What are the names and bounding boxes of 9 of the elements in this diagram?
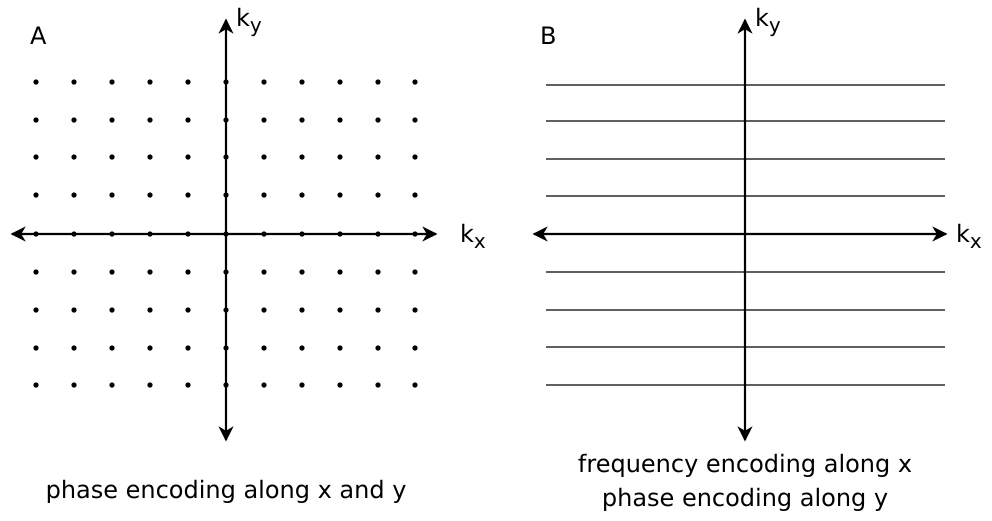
panel-letter: B	[540, 22, 556, 50]
panel-letter: A	[30, 22, 46, 50]
caption-text: phase encoding along y	[602, 484, 888, 512]
axis-label: k$_{y}$	[755, 4, 781, 39]
caption-text: phase encoding along x and y	[46, 476, 406, 504]
axis-label: k$_{x}$	[956, 220, 982, 255]
axis-label: k$_{x}$	[460, 220, 486, 255]
axis-label: k$_{y}$	[236, 4, 262, 39]
caption-text: frequency encoding along x	[578, 450, 912, 478]
